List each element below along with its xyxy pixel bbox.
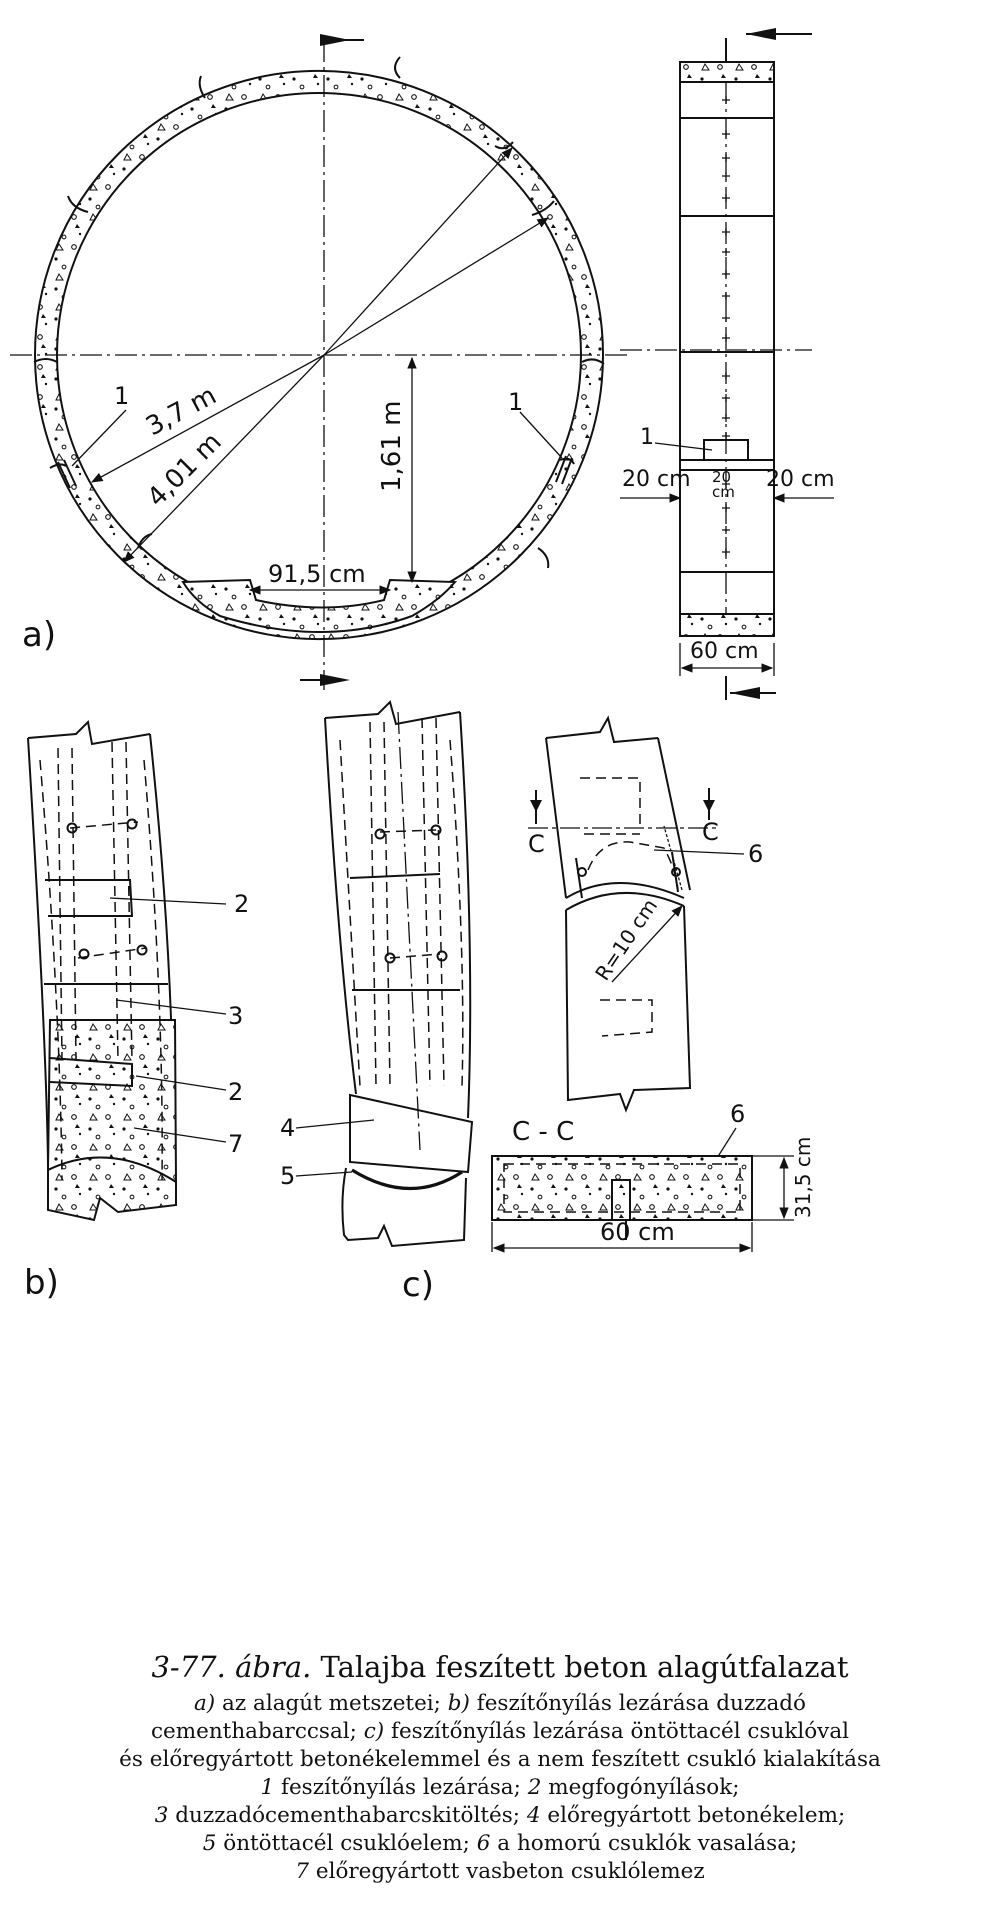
caption-line-1: a) az alagút metszetei; b) feszítőnyílás…: [0, 1690, 1000, 1718]
caption-key-1: 1: [260, 1775, 275, 1800]
side-callout-1: 1: [640, 425, 654, 450]
caption-key-2: 2: [527, 1775, 542, 1800]
section-mark-right: C: [702, 818, 719, 846]
caption-text-c2: és előregyártott betonékelemmel és a nem…: [119, 1747, 881, 1772]
caption-key-c: c): [363, 1719, 385, 1744]
section-title: C - C: [512, 1117, 574, 1147]
caption-title-word: ábra.: [235, 1650, 312, 1684]
side-gap-center-unit: cm: [712, 483, 735, 501]
panel-label-c: c): [402, 1265, 434, 1305]
caption-title-number: 3-77.: [151, 1650, 226, 1684]
caption-text-7: előregyártott vasbeton csuklólemez: [309, 1859, 705, 1884]
caption-key-a: a): [193, 1691, 216, 1716]
side-gap-center-value: 20: [712, 468, 731, 486]
panel-label-a: a): [22, 615, 56, 655]
caption-text-b: feszítőnyílás lezárása duzzadó: [469, 1691, 807, 1716]
caption-text-6: a homorú csuklók vasalása;: [490, 1831, 798, 1856]
caption-text-1: feszítőnyílás lezárása;: [274, 1775, 528, 1800]
figure-caption: 3-77. ábra. Talajba feszített beton alag…: [0, 1648, 1000, 1886]
caption-key-7: 7: [295, 1859, 310, 1884]
callout-1-left: 1: [114, 382, 129, 410]
panel-b-callout-3: 3: [228, 1002, 243, 1030]
panel-label-b: b): [24, 1263, 59, 1303]
caption-text-a: az alagút metszetei;: [215, 1691, 448, 1716]
callout-1-right: 1: [508, 388, 523, 416]
side-gap-left: 20 cm: [622, 467, 691, 492]
panel-b-callout-2b: 2: [228, 1078, 243, 1106]
panel-b-detail: 2 3 2 7 b): [24, 719, 249, 1303]
hinge-callout-6: 6: [748, 840, 763, 868]
height-label: 1,61 m: [377, 401, 407, 492]
caption-line-7: 7 előregyártott vasbeton csuklólemez: [0, 1858, 1000, 1886]
caption-line-6: 5 öntöttacél csuklóelem; 6 a homorú csuk…: [0, 1830, 1000, 1858]
tendon-crosses: [722, 96, 730, 556]
caption-line-3: és előregyártott betonékelemmel és a nem…: [0, 1746, 1000, 1774]
caption-text-b2: cementhabarccsal;: [150, 1719, 364, 1744]
section-c-c: C - C 6 31,5 cm 60 cm: [491, 1100, 815, 1253]
caption-line-4: 1 feszítőnyílás lezárása; 2 megfogónyílá…: [0, 1774, 1000, 1802]
caption-line-5: 3 duzzadócementhabarcskitöltés; 4 előreg…: [0, 1802, 1000, 1830]
caption-key-4: 4: [526, 1803, 541, 1828]
panel-a-cross-section: 1 1 3,7 m 4,01 m 1,61 m 91,5 cm a): [10, 34, 630, 690]
ring-joints: [33, 56, 605, 569]
caption-key-3: 3: [154, 1803, 169, 1828]
tunnel-lining-figure: 1 1 3,7 m 4,01 m 1,61 m 91,5 cm a): [10, 28, 835, 1305]
panel-b-callout-7: 7: [228, 1130, 243, 1158]
caption-text-2: megfogónyílások;: [541, 1775, 740, 1800]
panel-b-callout-2a: 2: [234, 890, 249, 918]
hinge-detail: C C 6 R=10 cm: [528, 715, 763, 1113]
section-width-label: 60 cm: [600, 1218, 675, 1246]
section-arrows-a: [300, 34, 364, 686]
side-width-label: 60 cm: [690, 639, 759, 664]
panel-c-callout-4: 4: [280, 1114, 295, 1142]
bottom-width-label: 91,5 cm: [268, 560, 366, 588]
caption-title: 3-77. ábra. Talajba feszített beton alag…: [0, 1648, 1000, 1686]
caption-text-3: duzzadócementhabarcskitöltés;: [168, 1803, 527, 1828]
section-callout-6: 6: [730, 1100, 745, 1128]
caption-title-text: Talajba feszített beton alagútfalazat: [320, 1650, 849, 1684]
caption-key-5: 5: [202, 1831, 217, 1856]
section-mark-left: C: [528, 830, 545, 858]
caption-text-c: feszítőnyílás lezárása öntöttacél csukló…: [384, 1719, 850, 1744]
panel-c-detail: 4 5 c): [280, 700, 474, 1305]
panel-c-callout-5: 5: [280, 1162, 295, 1190]
side-view: 1 20 cm 20 cm 20 cm 60 cm: [620, 28, 835, 700]
section-height-label: 31,5 cm: [791, 1137, 815, 1218]
caption-text-4: előregyártott betonékelem;: [540, 1803, 846, 1828]
caption-text-5: öntöttacél csuklóelem;: [216, 1831, 477, 1856]
caption-key-b: b): [447, 1691, 470, 1716]
caption-key-6: 6: [476, 1831, 491, 1856]
side-gap-right: 20 cm: [766, 467, 835, 492]
caption-line-2: cementhabarccsal; c) feszítőnyílás lezár…: [0, 1718, 1000, 1746]
